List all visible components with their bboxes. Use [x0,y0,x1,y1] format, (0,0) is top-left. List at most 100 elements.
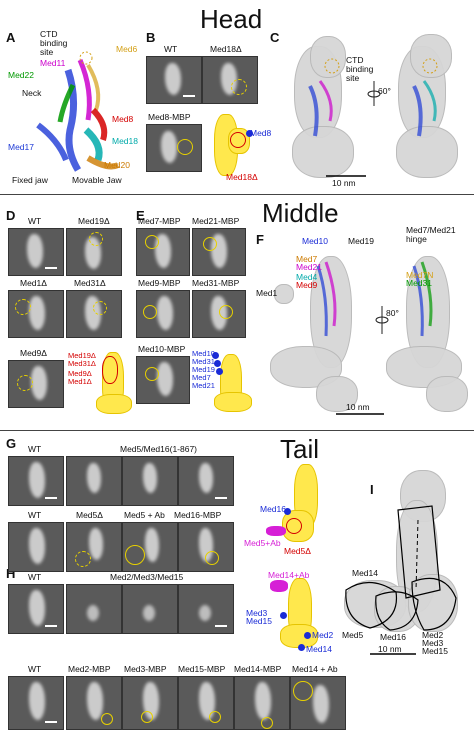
em-label-h-med2mbp: Med2-MBP [68,664,111,674]
d-diagram-label-med1del: Med1Δ [68,377,92,386]
em-cell-b-med8mbp [146,124,202,172]
e-diagram-label-med31: Med31 [192,357,215,366]
i-label-med5: Med5 [342,630,364,640]
panel-letter-g: G [6,436,17,451]
h-diagram-label-med2: Med2 [312,630,334,640]
em-cell-g-r1-4 [178,456,234,506]
em-label-d-med1del: Med1Δ [20,278,47,288]
c-label-rotation: 60° [378,86,391,96]
em-cell-g-wt2 [8,522,64,572]
em-cell-d-med19del [66,228,122,276]
panel-e-diagram: Med10 Med31 Med19 Med7 Med21 [192,346,256,416]
em-cell-h-r1-3 [122,584,178,634]
label-neck: Neck [22,88,42,98]
em-cell-g-wt1 [8,456,64,506]
em-cell-e-med10mbp [136,356,190,404]
em-label-h-med15mbp: Med15-MBP [178,664,226,674]
em-cell-g-r1-2 [66,456,122,506]
em-label-h-med14mbp: Med14-MBP [234,664,282,674]
g-diagram-label-med5del: Med5Δ [284,546,311,556]
i-label-scale: 10 nm [378,644,402,654]
label-med18: Med18 [112,136,138,146]
c-label-scale: 10 nm [332,178,356,188]
em-cell-d-med31del [66,290,122,338]
panel-i-map: Med14 Med5 Med16 Med2 Med3 Med15 10 nm [340,470,472,665]
em-label-e-med21mbp: Med21-MBP [192,216,240,226]
c-label-ctd-binding-site: CTD binding site [346,55,374,83]
f-label-med31: Med31 [406,278,432,288]
label-ctd-binding-site: CTD binding site [40,29,68,57]
em-label-d-med9del: Med9Δ [20,348,47,358]
em-cell-d-med9del [8,360,64,408]
panel-a-structure: CTD binding site Med6 Med11 Med22 Neck M… [8,30,144,190]
em-label-h-med14ab: Med14 + Ab [292,664,338,674]
label-med11: Med11 [40,58,66,68]
em-label-d-wt: WT [28,216,42,226]
panel-letter-b: B [146,30,156,45]
em-cell-d-med1del [8,290,64,338]
em-label-d-med19del: Med19Δ [78,216,110,226]
em-label-g-med5del: Med5Δ [76,510,103,520]
e-diagram-label-med21: Med21 [192,381,215,390]
label-med20: Med20 [104,160,130,170]
section-title-middle: Middle [262,198,339,228]
em-cell-g-med5ab [122,522,178,572]
em-label-e-med10mbp: Med10-MBP [138,344,186,354]
panel-d-diagram: Med19Δ Med31Δ Med9Δ Med1Δ [66,346,134,416]
em-cell-h-med3mbp [122,676,178,730]
panel-letter-a: A [6,30,16,45]
em-cell-g-med16mbp [178,522,234,572]
f-label-med1: Med1 [256,288,278,298]
head-ribbon-model [36,51,120,172]
label-movable-jaw: Movable Jaw [72,175,122,185]
em-label-b-med18del: Med18Δ [210,44,242,54]
label-med8: Med8 [112,114,134,124]
label-fixed-jaw: Fixed jaw [12,175,48,185]
panel-letter-c: C [270,30,280,45]
e-diagram-label-med19: Med19 [192,365,215,374]
panel-c-ribbons [308,58,438,177]
em-cell-g-r1-3 [122,456,178,506]
em-cell-h-med2mbp [66,676,122,730]
em-cell-e-med7mbp [136,228,190,276]
f-label-med7n: Med7N [406,270,434,280]
em-cell-b-wt [146,56,202,104]
panel-b-diagram: Med8 Med18Δ [204,108,271,188]
em-label-b-wt: WT [164,44,178,54]
em-label-d-med31del: Med31Δ [74,278,106,288]
section-title-tail: Tail [280,434,320,464]
f-label-med9: Med9 [296,280,318,290]
panel-letter-f: F [256,232,264,247]
panel-letter-h: H [6,566,16,581]
em-label-h-wt1: WT [28,572,42,582]
em-label-h-wt2: WT [28,664,42,674]
f-label-med4: Med4 [296,272,318,282]
i-label-med15: Med15 [422,646,448,656]
em-cell-h-med14mbp [234,676,290,730]
divider-head-middle [0,194,474,195]
d-diagram-label-med9del: Med9Δ [68,369,92,378]
h-diagram-label-med14: Med14 [306,644,332,654]
em-header-g-med5-med16: Med5/Med16(1-867) [120,444,198,454]
label-med6: Med6 [116,44,138,54]
em-label-h-med3mbp: Med3-MBP [124,664,167,674]
d-diagram-label-med31del: Med31Δ [68,359,96,368]
i-label-med16: Med16 [380,632,406,642]
f-label-med7-med21-hinge: Med7/Med21 hinge [406,225,456,244]
em-cell-g-med5del [66,522,122,572]
em-label-e-med7mbp: Med7-MBP [138,216,181,226]
f-label-rotation: 80° [386,308,399,318]
e-diagram-label-med10: Med10 [192,349,215,358]
em-cell-b-med18del [202,56,258,104]
label-med22: Med22 [8,70,34,80]
f-label-med19: Med19 [348,236,374,246]
f-label-med21: Med21 [296,262,322,272]
em-label-g-med16mbp: Med16-MBP [174,510,222,520]
panel-h-diagram: Med14+Ab Med3 Med15 Med2 Med14 [244,570,334,665]
i-label-med2: Med2 [422,630,444,640]
em-label-b-med8mbp: Med8-MBP [148,112,191,122]
em-label-e-med31mbp: Med31-MBP [192,278,240,288]
panel-f-maps: Med10 Med19 Med7/Med21 hinge Med7 Med21 … [256,226,472,426]
g-diagram-label-med16: Med16 [260,504,286,514]
i-label-med3: Med3 [422,638,444,648]
